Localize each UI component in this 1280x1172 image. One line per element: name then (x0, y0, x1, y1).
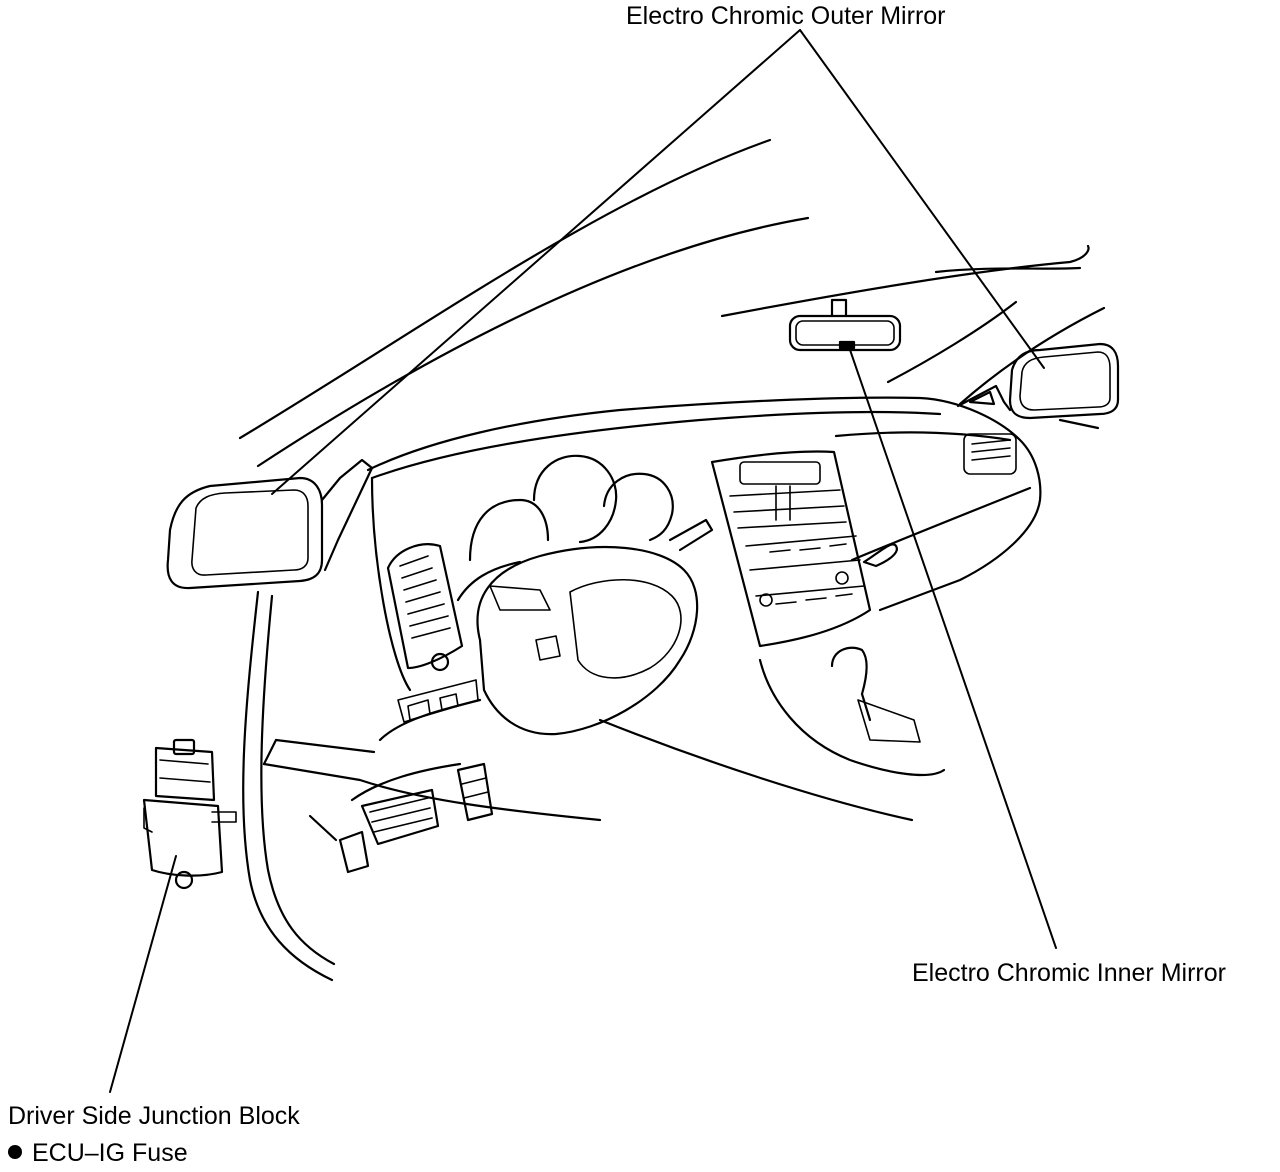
leader-junction-block (109, 855, 177, 1093)
lower-dash (262, 476, 914, 822)
leader-lines (109, 29, 1057, 1093)
inner-mirror-shape (788, 298, 902, 352)
pedals (308, 762, 494, 874)
dashboard-outline (366, 396, 1042, 612)
label-fuse-text: ECU–IG Fuse (32, 1139, 188, 1167)
steering-wheel (476, 518, 714, 736)
leader-outer-mirror-right (799, 29, 1045, 369)
leader-inner-mirror (847, 343, 1057, 949)
instrument-cluster (456, 454, 674, 602)
left-outer-mirror-shape (166, 458, 374, 590)
left-vent (386, 543, 464, 672)
label-fuse-item: ECU–IG Fuse (8, 1138, 188, 1168)
label-outer-mirror: Electro Chromic Outer Mirror (626, 2, 946, 30)
shift-lever (758, 646, 946, 777)
leader-outer-mirror-left (271, 29, 801, 495)
windshield-roof-lines (238, 138, 1106, 468)
bullet-icon (8, 1145, 22, 1159)
right-outer-mirror-shape (956, 342, 1120, 420)
label-junction-block: Driver Side Junction Block (8, 1102, 300, 1130)
junction-block-shape (142, 738, 237, 890)
center-console (710, 450, 872, 648)
label-inner-mirror: Electro Chromic Inner Mirror (912, 959, 1226, 987)
door-pillar (242, 590, 336, 982)
